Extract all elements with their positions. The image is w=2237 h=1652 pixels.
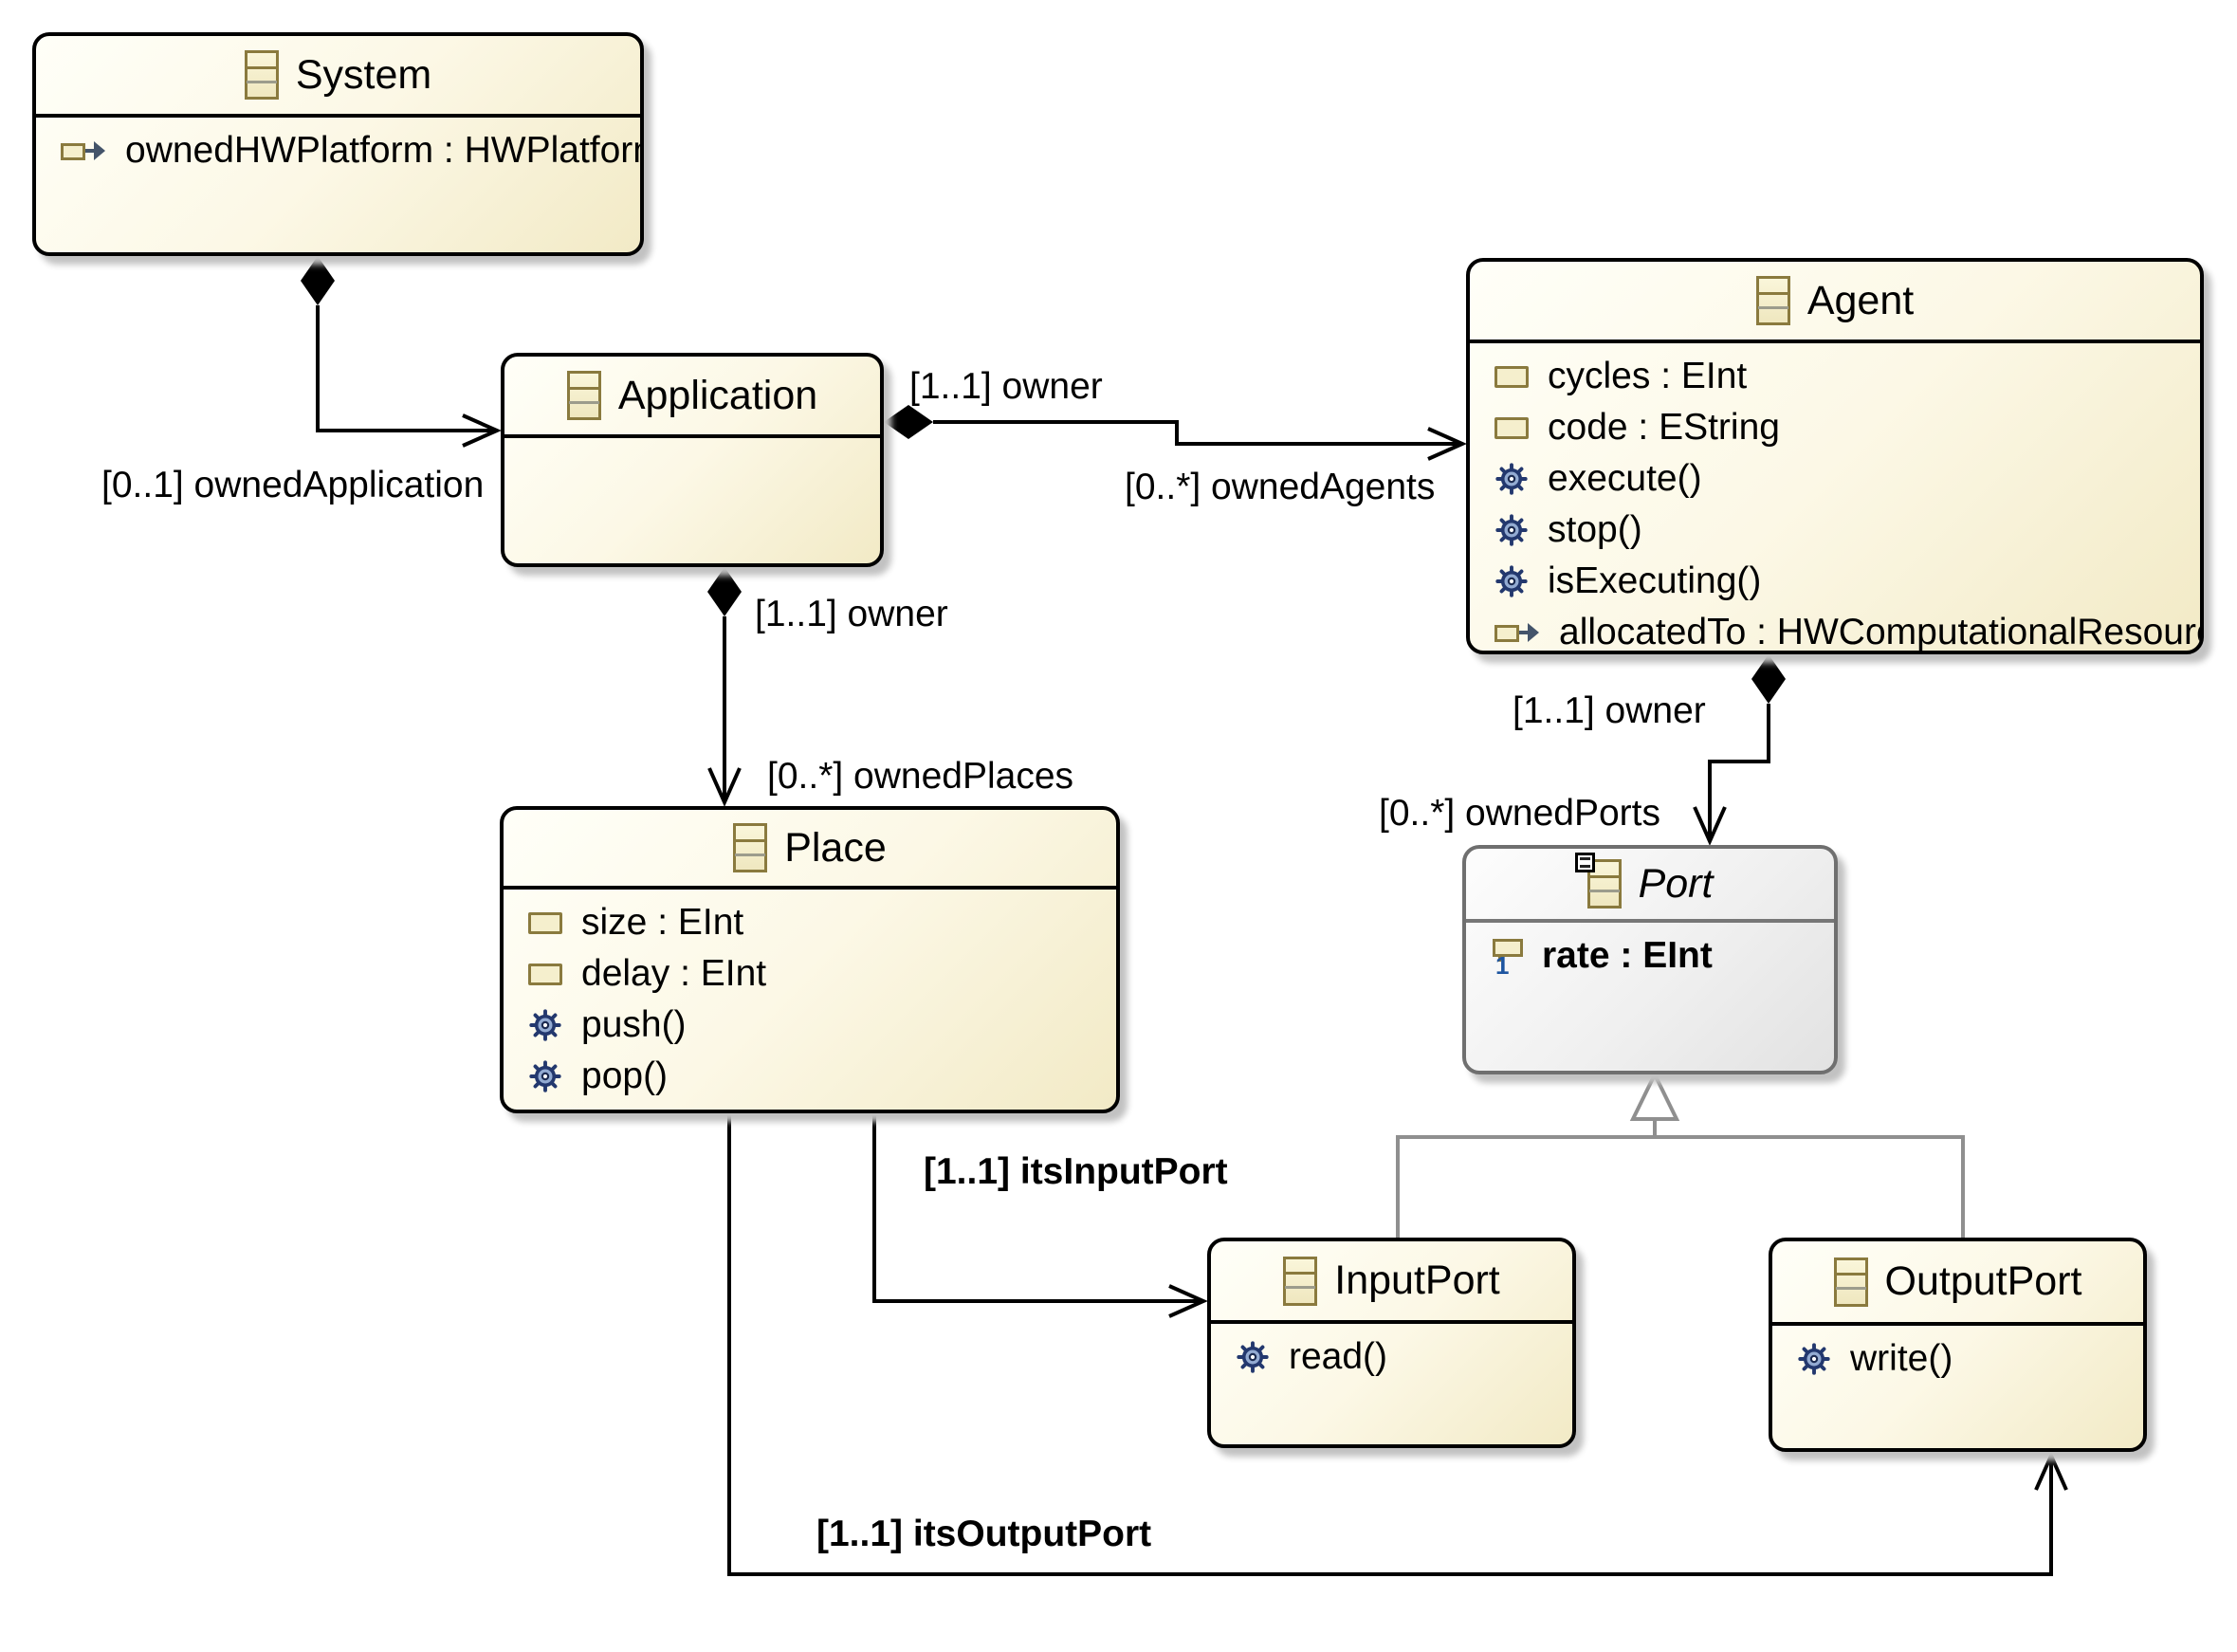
edge-label-owned-agents[interactable]: [0..*] ownedAgents [1125,467,1436,507]
class-box-application[interactable]: Application [501,353,884,567]
member-label: write() [1850,1338,1953,1379]
eattribute-icon [1494,416,1529,439]
abstract-badge-icon [1574,853,1595,872]
member-label: pop() [581,1055,669,1096]
member-row[interactable]: allocatedTo : HWComputationalResource [1470,607,2200,652]
member-row[interactable]: push() [504,1000,1116,1051]
class-name: Place [784,824,887,871]
class-title: Place [504,810,1116,890]
eclass-icon [566,371,601,420]
eoperation-gear-icon [529,1009,561,1041]
edge-label-its-output-port[interactable]: [1..1] itsOutputPort [816,1514,1152,1554]
eclass-icon [244,50,279,100]
member-row[interactable]: size : EInt [504,897,1116,948]
member-row[interactable]: ownedHWPlatform : HWPlatform [36,125,640,176]
member-row[interactable]: execute() [1470,453,2200,505]
class-name: Application [617,372,818,418]
class-box-agent[interactable]: Agent cycles : EInt code : EString execu… [1466,258,2204,654]
eoperation-gear-icon [1495,463,1528,495]
edge-composition-agent-port[interactable] [1693,654,1786,846]
edge-reference-place-outputport[interactable] [727,1113,2068,1576]
edge-composition-application-agent[interactable] [884,405,1467,461]
member-label: isExecuting() [1548,560,1762,601]
eoperation-gear-icon [1798,1343,1830,1375]
member-row[interactable]: write() [1772,1333,2143,1385]
class-box-port[interactable]: Port 1 rate : EInt [1462,845,1838,1074]
class-title: InputPort [1211,1241,1572,1324]
class-name: System [295,51,432,98]
member-row[interactable]: delay : EInt [504,948,1116,1000]
class-name: OutputPort [1884,1258,2082,1304]
edge-label-owned-application[interactable]: [0..1] ownedApplication [101,465,485,505]
eoperation-gear-icon [1495,514,1528,546]
edge-label-its-input-port[interactable]: [1..1] itsInputPort [924,1151,1228,1192]
member-label: size : EInt [581,902,744,943]
member-label: delay : EInt [581,953,767,994]
class-title: Port [1466,849,1834,923]
member-row[interactable]: stop() [1470,505,2200,556]
class-title: Agent [1470,262,2200,343]
class-title: System [36,36,640,118]
edge-generalization-ports[interactable] [1396,1070,1965,1238]
member-label: ownedHWPlatform : HWPlatform [125,130,640,171]
edge-label-place-owner[interactable]: [1..1] owner [755,594,948,634]
member-label: push() [581,1004,687,1045]
edge-label-port-owner[interactable]: [1..1] owner [1513,690,1706,731]
member-row[interactable]: cycles : EInt [1470,351,2200,402]
member-row[interactable]: isExecuting() [1470,556,2200,607]
eattribute-required-icon: 1 [1491,937,1523,980]
edge-label-agent-owner[interactable]: [1..1] owner [909,366,1103,407]
eoperation-gear-icon [529,1060,561,1092]
eoperation-gear-icon [1237,1341,1269,1373]
class-title: Application [504,357,880,438]
member-label: allocatedTo : HWComputationalResource [1559,612,2200,652]
member-label: execute() [1548,458,1702,499]
member-label: cycles : EInt [1548,356,1748,396]
member-label: stop() [1548,509,1642,550]
edge-label-owned-places[interactable]: [0..*] ownedPlaces [767,756,1074,797]
eattribute-icon [528,963,562,985]
eclass-icon [733,823,768,872]
member-row[interactable]: pop() [504,1051,1116,1102]
class-box-place[interactable]: Place size : EInt delay : EInt push() po… [500,806,1120,1113]
eclass-icon [1283,1256,1318,1306]
member-label: code : EString [1548,407,1780,448]
ereference-icon [1494,620,1540,645]
edge-label-owned-ports[interactable]: [0..*] ownedPorts [1379,793,1660,834]
member-label: read() [1289,1336,1388,1377]
member-row[interactable]: code : EString [1470,402,2200,453]
edge-composition-system-application[interactable] [301,256,502,448]
eoperation-gear-icon [1495,565,1528,597]
member-row[interactable]: 1 rate : EInt [1466,930,1834,982]
class-name: InputPort [1334,1257,1500,1303]
eclass-icon [1755,276,1790,325]
eclass-icon [1833,1257,1868,1307]
edge-reference-place-inputport[interactable] [872,1113,1208,1318]
class-title: OutputPort [1772,1241,2143,1326]
eclass-abstract-icon [1574,853,1622,909]
class-name: Agent [1806,277,1915,323]
class-box-outputport[interactable]: OutputPort write() [1769,1238,2147,1452]
eattribute-icon [1494,365,1529,388]
eattribute-icon [528,911,562,934]
member-label: rate : EInt [1542,935,1713,976]
class-box-inputport[interactable]: InputPort read() [1207,1238,1576,1448]
class-box-system[interactable]: System ownedHWPlatform : HWPlatform [32,32,644,256]
ereference-icon [61,138,106,163]
member-row[interactable]: read() [1211,1331,1572,1383]
edge-composition-application-place[interactable] [707,567,742,807]
class-name: Port [1638,860,1714,907]
